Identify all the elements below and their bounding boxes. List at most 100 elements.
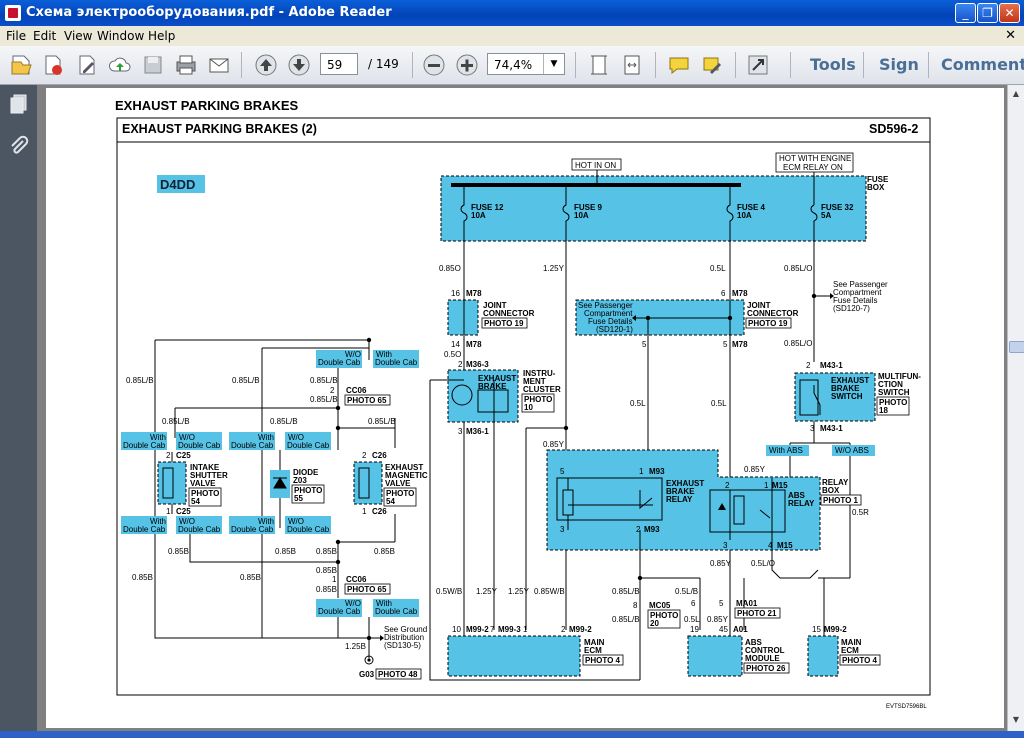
- ref-note: Compartment: [833, 288, 882, 297]
- pin-number: 3: [560, 525, 565, 534]
- vertical-scrollbar[interactable]: ▲ ▼: [1007, 85, 1024, 731]
- component-label: CONTROL: [745, 646, 785, 655]
- option-label: With: [376, 599, 392, 608]
- connector-id: M78: [466, 340, 482, 349]
- main-ecm-left: [447, 635, 581, 677]
- pin-number: 4: [768, 541, 773, 550]
- menu-help[interactable]: Help: [148, 29, 176, 43]
- option-label: Double Cab: [178, 525, 221, 534]
- zoom-in-icon[interactable]: [455, 53, 479, 77]
- comment-button[interactable]: Comment: [941, 55, 1024, 74]
- wire-label: 0.5L: [630, 399, 646, 408]
- wire-label: 0.85B: [240, 573, 261, 582]
- wire-label: 0.5O: [444, 350, 461, 359]
- wiring-diagram: .t6{font-size:8px;fill:#000;} .tb7{font-…: [115, 98, 931, 710]
- option-label: Double Cab: [375, 358, 418, 367]
- connector-id: M36-3: [466, 360, 489, 369]
- comment-bubble-icon[interactable]: [667, 53, 691, 77]
- with-double-cab-tag: [373, 350, 419, 368]
- option-label: Double Cab: [231, 441, 274, 450]
- edit-icon[interactable]: [75, 53, 99, 77]
- fit-width-icon[interactable]: [620, 53, 644, 77]
- option-label: W/O: [179, 517, 195, 526]
- maximize-button[interactable]: ❐: [977, 3, 998, 23]
- ref-note: Compartment: [584, 309, 633, 318]
- wire-label: 0.5W/B: [436, 587, 462, 596]
- photo-ref: 18: [879, 406, 888, 415]
- adobe-reader-icon: [5, 5, 21, 21]
- component-label: RELAY: [822, 478, 849, 487]
- option-label: With: [150, 517, 166, 526]
- pin-number: 1: [639, 467, 644, 476]
- fit-page-icon[interactable]: [587, 53, 611, 77]
- tools-button[interactable]: Tools: [810, 55, 856, 74]
- cloud-upload-icon[interactable]: [108, 53, 132, 77]
- photo-ref: PHOTO: [294, 486, 322, 495]
- doc-close-icon[interactable]: ✕: [1005, 28, 1016, 43]
- wire-label: 1.25Y: [508, 587, 530, 596]
- menu-file[interactable]: File: [6, 29, 27, 43]
- pin-number: 3: [458, 427, 463, 436]
- minimize-button[interactable]: _: [955, 3, 976, 23]
- component-label: EXHAUST: [831, 376, 869, 385]
- wire-label: 0.85L/B: [162, 417, 190, 426]
- photo-ref: PHOTO 19: [484, 319, 524, 328]
- wire-label: 0.85L/B: [270, 417, 298, 426]
- open-icon[interactable]: [9, 53, 33, 77]
- wire-label: 0.85Y: [707, 615, 729, 624]
- zoom-out-icon[interactable]: [422, 53, 446, 77]
- component-label: BRAKE: [666, 487, 695, 496]
- component-label: RELAY: [788, 499, 815, 508]
- component-label: JOINT: [747, 301, 771, 310]
- component-label: INTAKE: [190, 463, 220, 472]
- fuse-32-rating: 5A: [821, 211, 831, 220]
- connector-id: M36-1: [466, 427, 489, 436]
- photo-ref: PHOTO 1: [823, 496, 859, 505]
- fuse-32-label: FUSE 32: [821, 203, 854, 212]
- highlight-icon[interactable]: [700, 53, 724, 77]
- scroll-down-icon[interactable]: ▼: [1012, 715, 1020, 724]
- wire-label: 0.85L/B: [232, 376, 260, 385]
- menu-view[interactable]: View: [64, 29, 93, 43]
- component-label: ECM: [841, 646, 859, 655]
- wo-abs-tag: [832, 445, 875, 456]
- zoom-select[interactable]: 74,4%▼: [487, 53, 565, 75]
- menu-edit[interactable]: Edit: [33, 29, 57, 43]
- option-label: W/O ABS: [835, 446, 869, 455]
- fullscreen-icon[interactable]: [746, 53, 770, 77]
- fuse-box-label-2: BOX: [867, 183, 885, 192]
- chevron-down-icon[interactable]: ▼: [543, 54, 564, 74]
- print-icon[interactable]: [174, 53, 198, 77]
- option-label: With ABS: [769, 446, 803, 455]
- engine-badge-label: D4DD: [160, 177, 195, 192]
- component-label: MENT: [523, 377, 546, 386]
- option-label: Double Cab: [318, 358, 361, 367]
- connector-id: MC05: [649, 601, 671, 610]
- scroll-up-icon[interactable]: ▲: [1012, 89, 1020, 98]
- menu-window[interactable]: Window: [97, 29, 145, 43]
- scroll-thumb[interactable]: [1009, 341, 1024, 353]
- photo-ref: 55: [294, 494, 303, 503]
- close-button[interactable]: ✕: [999, 3, 1020, 23]
- fuse-12-rating: 10A: [471, 211, 486, 220]
- page-number-input[interactable]: 59: [320, 53, 358, 75]
- prev-page-icon[interactable]: [254, 53, 278, 77]
- ground-icon: [364, 655, 374, 665]
- next-page-icon[interactable]: [287, 53, 311, 77]
- pin-number: 3: [810, 424, 815, 433]
- connector-id: M93: [649, 467, 665, 476]
- component-label: EXHAUST: [385, 463, 423, 472]
- attachment-icon[interactable]: [8, 135, 30, 157]
- email-icon[interactable]: [207, 53, 231, 77]
- fuse-12: FUSE 12 10A: [460, 187, 504, 241]
- pages-icon[interactable]: [8, 93, 30, 115]
- connector-id: M99-2: [466, 625, 489, 634]
- option-label: W/O: [179, 433, 195, 442]
- ground-id: G03: [359, 670, 375, 679]
- pin-number: 1: [764, 481, 769, 490]
- save-icon[interactable]: [141, 53, 165, 77]
- create-pdf-icon[interactable]: [41, 53, 65, 77]
- ref-note: See Passenger: [578, 301, 633, 310]
- pin-number: 2: [166, 451, 171, 460]
- sign-button[interactable]: Sign: [879, 55, 919, 74]
